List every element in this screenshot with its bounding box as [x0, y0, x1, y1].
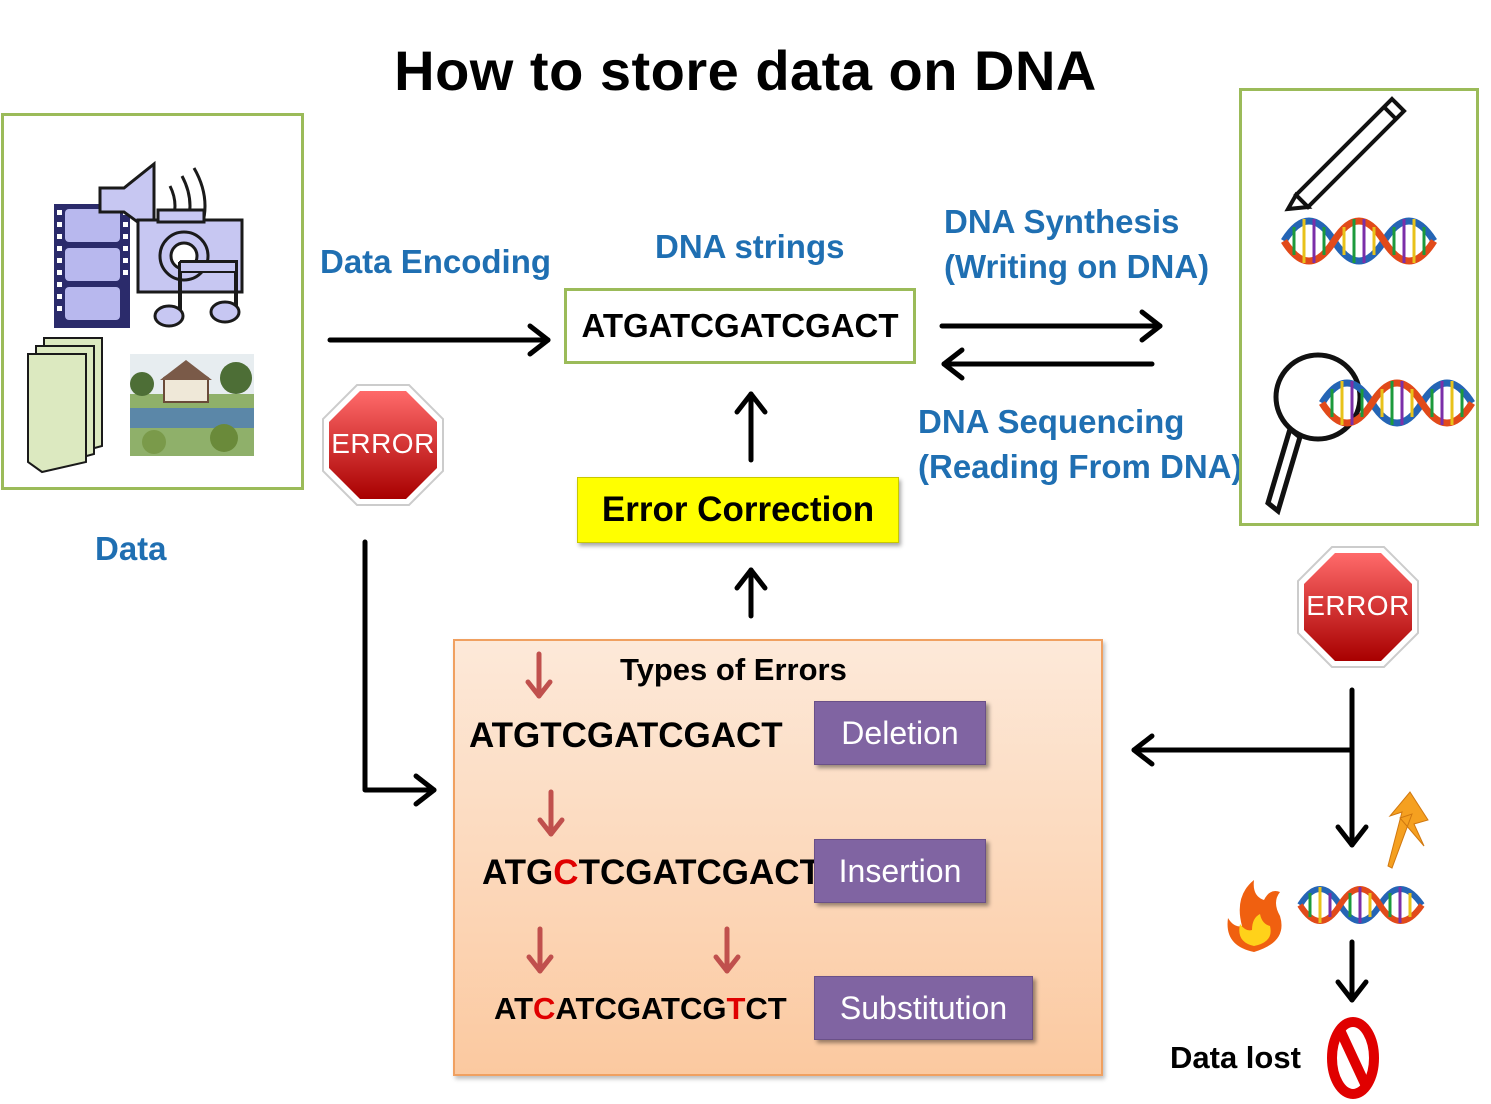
- substitution-seq-sub1: C: [533, 991, 556, 1026]
- fire-icon: [1227, 880, 1282, 952]
- dna-helix-icon: [1297, 886, 1425, 924]
- insertion-sequence: ATGCTCGATCGACT: [482, 853, 821, 893]
- substitution-seq-part1: AT: [494, 991, 534, 1026]
- dna-helix-icon: [1281, 217, 1437, 265]
- error-sign-right: ERROR: [1296, 545, 1420, 669]
- synthesis-arrow: [939, 309, 1163, 343]
- dna-synthesis-label: DNA Synthesis: [944, 203, 1180, 240]
- types-of-errors-title: Types of Errors: [620, 652, 847, 687]
- error-correction-label: Error Correction: [601, 490, 875, 529]
- data-label: Data: [95, 530, 167, 567]
- error-sign-right-text: ERROR: [1306, 590, 1410, 621]
- error-sign-left-text: ERROR: [331, 428, 435, 459]
- dna-helix-icon: [1319, 379, 1475, 427]
- music-note-icon: [153, 260, 241, 328]
- data-lost-label: Data lost: [1170, 1040, 1301, 1075]
- camera-icon: [136, 208, 244, 294]
- deletion-label: Deletion: [841, 714, 959, 751]
- video-film-icon: [54, 204, 130, 328]
- substitution-label: Substitution: [839, 989, 1008, 1026]
- dna-sequencing-label: DNA Sequencing: [918, 403, 1185, 440]
- insertion-seq-prefix: ATG: [482, 853, 554, 892]
- dna-string-value: ATGATCGATCGACT: [581, 307, 899, 344]
- substitution-seq-part3: CT: [745, 991, 787, 1026]
- insertion-seq-inserted: C: [553, 853, 579, 892]
- sequencing-arrow: [941, 347, 1155, 381]
- data-encoding-label: Data Encoding: [320, 243, 552, 280]
- data-box: [1, 113, 304, 490]
- documents-icon: [27, 337, 103, 474]
- insertion-seq-suffix: TCGATCGACT: [578, 853, 821, 892]
- dna-storage-icons: [1265, 96, 1475, 516]
- substitution-tag: Substitution: [814, 976, 1033, 1040]
- no-symbol-icon: [1327, 1017, 1379, 1099]
- stop-sign-icon: [322, 384, 444, 506]
- encoding-arrow: [327, 323, 551, 357]
- substitution-seq-sub2: T: [726, 991, 746, 1026]
- magnifier-icon: [1265, 352, 1363, 516]
- stop-sign-icon: [1297, 546, 1419, 668]
- data-media-icons: [27, 160, 254, 474]
- page-title: How to store data on DNA: [394, 39, 1097, 102]
- substitution-sequence: ATCATCGATCGTCT: [494, 991, 787, 1027]
- data-lost-arrow: [1335, 939, 1369, 1003]
- pencil-icon: [1284, 96, 1407, 212]
- left-error-arrow: [362, 539, 437, 807]
- dna-storage-box: [1239, 88, 1479, 526]
- lightning-icon: [1387, 791, 1429, 869]
- substitution-seq-part2: ATCGATCG: [555, 991, 727, 1026]
- dna-sequencing-sublabel: (Reading From DNA): [918, 448, 1243, 485]
- correction-to-dna-arrow: [734, 391, 768, 463]
- insertion-label: Insertion: [838, 852, 962, 889]
- dna-strings-label: DNA strings: [655, 228, 845, 265]
- insertion-tag: Insertion: [814, 839, 986, 903]
- photo-icon: [130, 354, 254, 456]
- deletion-sequence: ATGTCGATCGACT: [469, 716, 783, 755]
- error-sign-left: ERROR: [321, 383, 445, 507]
- right-error-arrow: [1131, 687, 1369, 848]
- dna-synthesis-sublabel: (Writing on DNA): [944, 248, 1210, 285]
- error-correction-box: Error Correction: [577, 477, 899, 543]
- dna-string-box: ATGATCGATCGACT: [564, 288, 916, 364]
- errors-to-correction-arrow: [734, 567, 768, 619]
- deletion-tag: Deletion: [814, 701, 986, 765]
